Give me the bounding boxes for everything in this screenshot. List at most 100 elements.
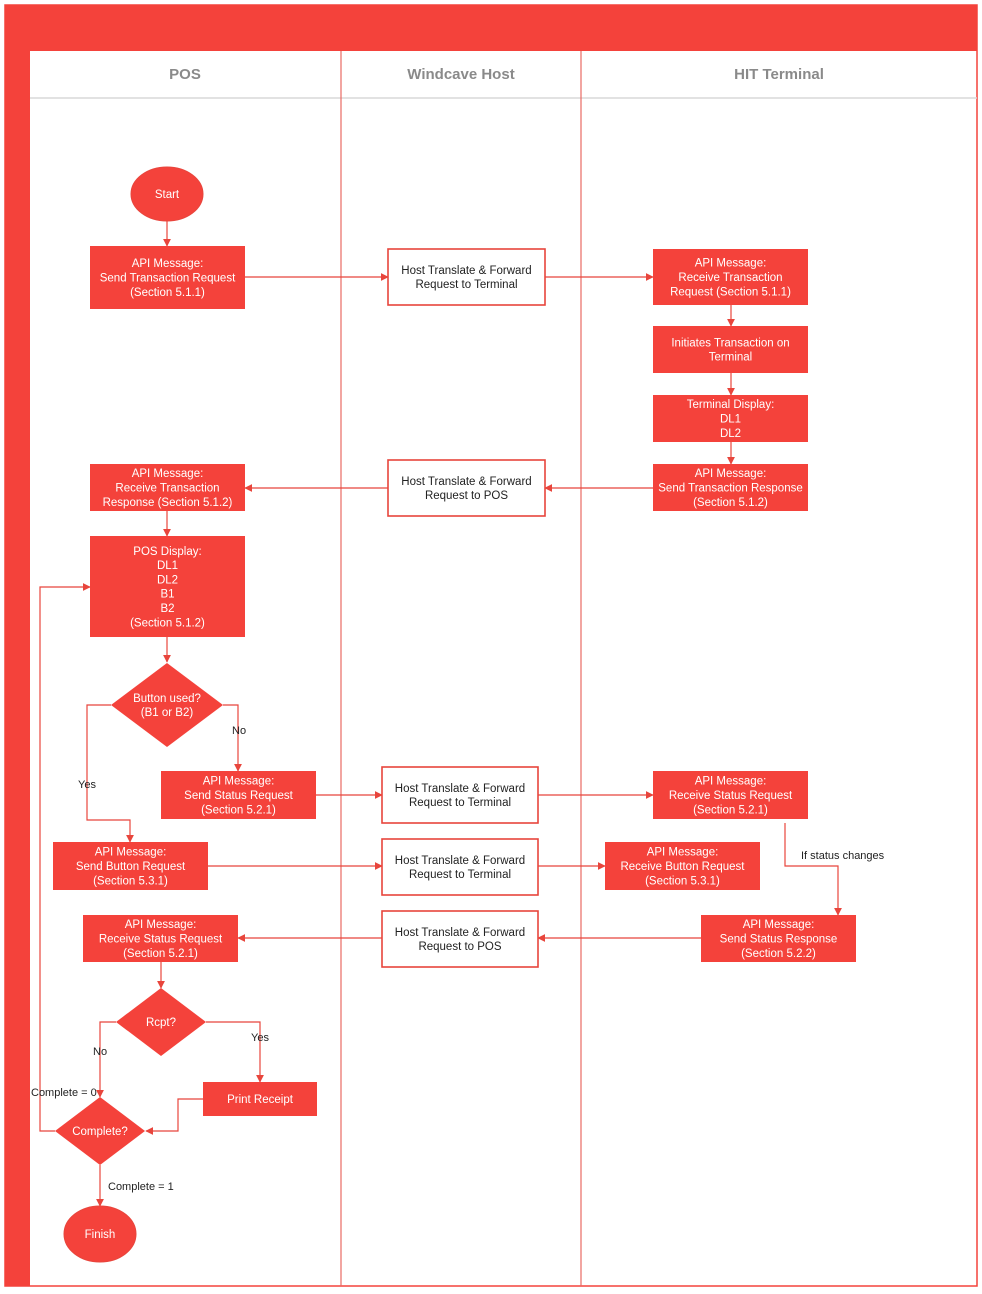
- node-shape: [83, 915, 238, 962]
- edge-label-no-1: No: [232, 725, 246, 737]
- node-text-line: Request to POS: [418, 941, 501, 953]
- node-text-line: Complete?: [72, 1126, 128, 1138]
- node-text-line: Receive Status Request: [99, 934, 223, 946]
- node-text-line: DL2: [720, 428, 741, 440]
- node-text-line: (Section 5.2.1): [201, 804, 276, 816]
- node-text-line: Rcpt?: [146, 1017, 176, 1029]
- edge-rcpt-no: [96, 1021, 116, 1098]
- node-shape: [116, 988, 206, 1056]
- node-text-line: (Section 5.2.1): [123, 948, 198, 960]
- node-complete: Complete?: [55, 1097, 145, 1165]
- node-text-line: DL1: [157, 560, 178, 572]
- node-shape: [653, 464, 808, 511]
- node-text-line: Receive Button Request: [620, 861, 745, 873]
- node-shape: [130, 166, 204, 222]
- edge-label-if-status-changes: If status changes: [801, 850, 885, 862]
- node-text-line: API Message:: [647, 847, 719, 859]
- node-term-send-resp: API Message:Send Transaction Response(Se…: [653, 464, 808, 511]
- node-shape: [381, 910, 539, 968]
- node-text-line: B1: [160, 589, 174, 601]
- node-pos-recv-status: API Message: Receive Status Request (Secti…: [83, 915, 238, 962]
- node-text-line: Receive Status Request: [669, 790, 793, 802]
- node-text-line: Host Translate & Forward: [395, 855, 525, 867]
- edge-button-used-no: [223, 704, 242, 772]
- node-text-line: Send Transaction Request: [100, 273, 236, 285]
- node-shape: [53, 842, 208, 890]
- node-shape: [90, 536, 245, 637]
- node-text-line: (Section 5.2.2): [741, 948, 816, 960]
- node-shape: [90, 464, 245, 511]
- node-finish: Finish: [63, 1205, 137, 1263]
- node-text-line: Request to POS: [425, 490, 508, 502]
- edge-button-used-yes: [86, 704, 134, 843]
- edge-label-complete-1: Complete = 1: [108, 1181, 174, 1193]
- node-text-line: (Section 5.2.1): [693, 804, 768, 816]
- node-shape: [653, 771, 808, 819]
- node-shape: [111, 663, 223, 747]
- node-text-line: API Message:: [132, 258, 204, 270]
- node-text-line: Send Transaction Response: [658, 483, 802, 495]
- node-shape: [63, 1205, 137, 1263]
- node-text-line: API Message:: [743, 919, 815, 931]
- node-shape: [653, 395, 808, 442]
- header-bar: [5, 5, 977, 51]
- edge-complete-0-loop: [39, 583, 91, 1132]
- node-text-line: B2: [160, 603, 174, 615]
- node-shape: [605, 842, 760, 890]
- node-text-line: Request (Section 5.1.1): [670, 286, 791, 298]
- node-term-send-status: API Message: Send Status Response (Section…: [701, 915, 856, 962]
- node-text-line: Initiates Transaction on: [671, 337, 789, 349]
- node-shape: [381, 838, 539, 896]
- node-text-line: DL1: [720, 414, 741, 426]
- node-text-line: DL2: [157, 574, 178, 586]
- node-button-used: Button used?(B1 or B2): [111, 663, 223, 747]
- node-text-line: API Message:: [132, 468, 204, 480]
- node-rcpt: Rcpt?: [116, 988, 206, 1056]
- edge-if-status-changes: [784, 823, 842, 916]
- node-shape: [203, 1082, 317, 1116]
- node-text-line: API Message:: [695, 258, 767, 270]
- node-shape: [161, 771, 316, 819]
- node-text-line: Start: [155, 189, 180, 201]
- left-bar: [5, 51, 30, 1286]
- edge-print-to-complete: [145, 1098, 203, 1135]
- edge-label-yes-1: Yes: [78, 779, 96, 791]
- node-text-line: Host Translate & Forward: [401, 476, 531, 488]
- node-text-line: Receive Transaction: [678, 272, 782, 284]
- node-text-line: Response (Section 5.1.2): [103, 497, 233, 509]
- lane-title-host: Windcave Host: [407, 66, 514, 83]
- node-text-line: Host Translate & Forward: [395, 927, 525, 939]
- node-text-line: Send Status Response: [720, 934, 838, 946]
- node-text-line: POS Display:: [133, 546, 201, 558]
- node-text-line: API Message:: [203, 776, 275, 788]
- lane-title-pos: POS: [169, 66, 201, 83]
- node-text-line: Button used?: [133, 693, 201, 705]
- node-text-line: (Section 5.3.1): [93, 875, 168, 887]
- node-text-line: Send Status Request: [184, 790, 293, 802]
- node-text-line: API Message:: [695, 776, 767, 788]
- node-shape: [381, 766, 539, 824]
- node-text-line: Host Translate & Forward: [401, 265, 531, 277]
- node-text-line: (Section 5.1.2): [693, 497, 768, 509]
- node-shape: [653, 249, 808, 305]
- lane-title-terminal: HIT Terminal: [734, 66, 824, 83]
- node-text-line: API Message:: [125, 919, 197, 931]
- node-term-recv-button: API Message:Receive Button Request(Secti…: [605, 842, 760, 890]
- node-text-line: Receive Transaction: [115, 483, 219, 495]
- node-text-line: Print Receipt: [227, 1094, 294, 1106]
- edge-rcpt-yes: [206, 1021, 264, 1083]
- node-text-line: Request to Terminal: [409, 869, 511, 881]
- node-print-receipt: Print Receipt: [203, 1082, 317, 1116]
- node-pos-send-status: API Message: Send Status Request (Section …: [161, 771, 316, 819]
- node-shape: [387, 459, 546, 517]
- node-shape: [701, 915, 856, 962]
- node-text-line: Terminal Display:: [687, 399, 775, 411]
- node-text-line: API Message:: [95, 847, 167, 859]
